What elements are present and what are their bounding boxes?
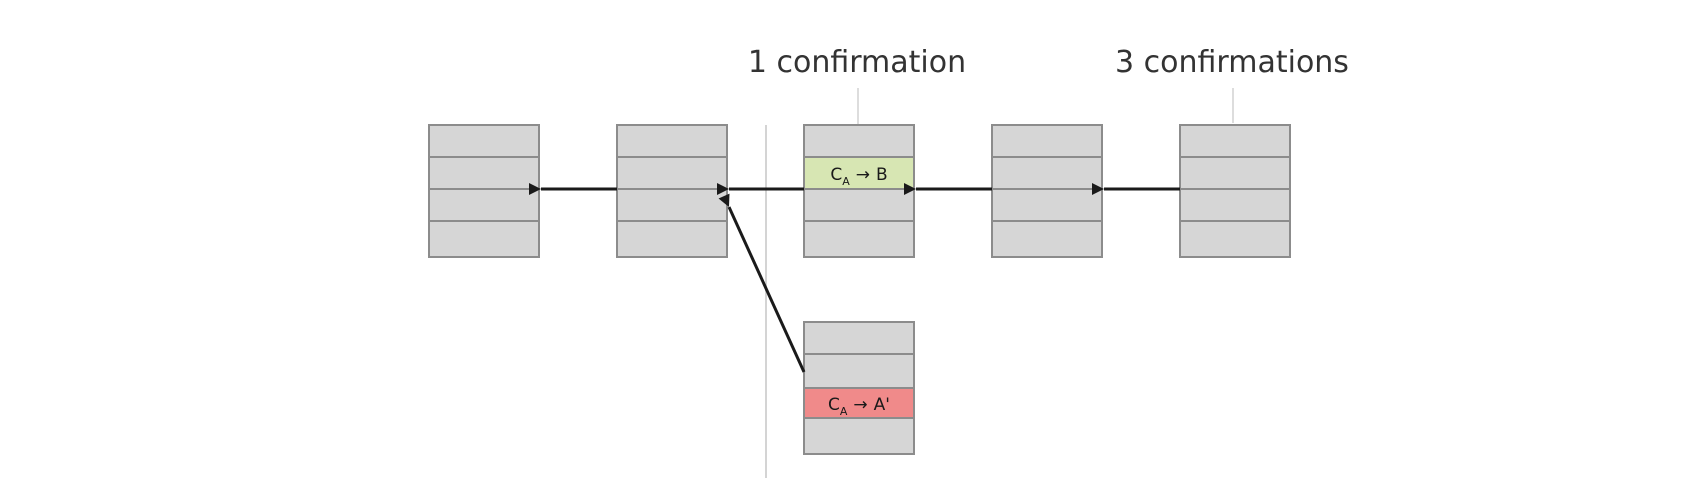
tx-b-row	[803, 156, 915, 190]
block-2	[616, 124, 728, 258]
fork-block: CA→A'	[803, 321, 915, 455]
arrow-fork-to-block2	[718, 193, 806, 373]
tx-a-prime-label: CA→A'	[828, 395, 890, 418]
block-4	[991, 124, 1103, 258]
tx-b-label: CA→B	[830, 165, 887, 188]
tx-a-prime-row	[803, 387, 915, 419]
one-confirmation-label: 1 confirmation	[748, 45, 966, 80]
block-1	[428, 124, 540, 258]
block-5	[1179, 124, 1291, 258]
block-3: CA→B	[803, 124, 915, 258]
three-confirmations-label: 3 confirmations	[1115, 45, 1349, 80]
